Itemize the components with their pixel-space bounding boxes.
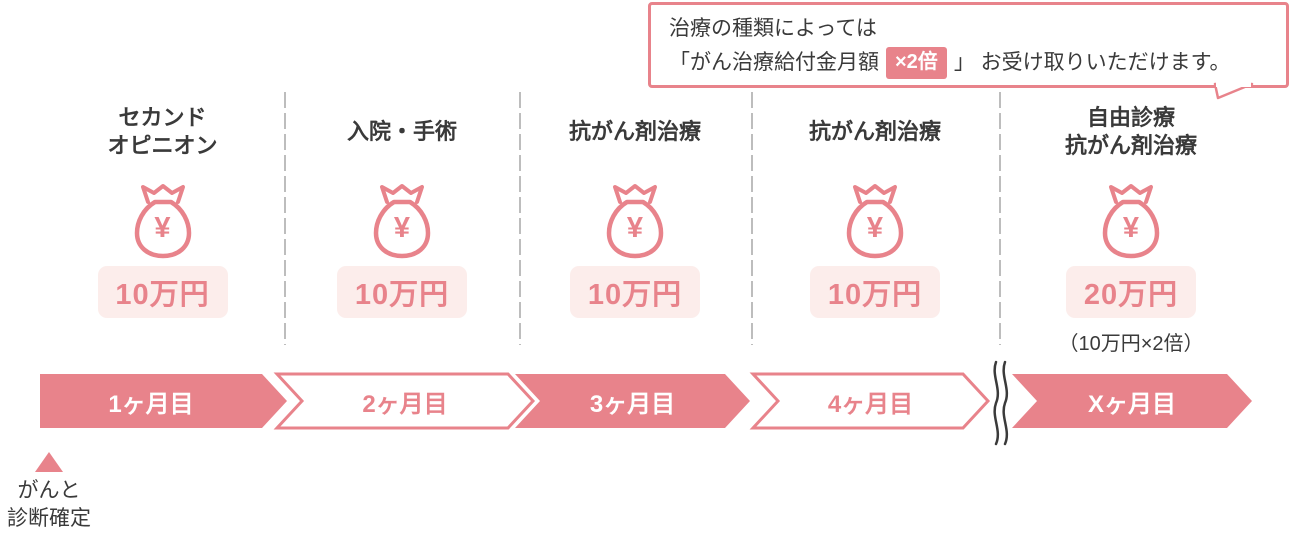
column-divider [519,92,521,345]
treatment-column-3: 抗がん剤治療 ¥ 10万円 [519,100,751,318]
diagnosis-label-line2: 診断確定 [7,507,91,530]
money-bag-icon: ¥ [131,182,195,260]
amount-badge: 20万円 [1066,266,1196,318]
treatment-column-5: 自由診療 抗がん剤治療 ¥ 20万円 （10万円×2倍） [1000,100,1262,356]
arrow-label: 2ヶ月目 [362,390,448,418]
arrow-label: 3ヶ月目 [589,390,676,418]
column-header: 自由診療 抗がん剤治療 [1000,100,1262,164]
timeline-arrow-month2: 2ヶ月目 [273,372,536,430]
treatment-column-2: 入院・手術 ¥ 10万円 [285,100,519,318]
multiplier-badge: ×2倍 [886,47,947,79]
timeline-arrow-month4: 4ヶ月目 [749,372,991,430]
money-bag-icon: ¥ [843,182,907,260]
timeline-arrow-month1: 1ヶ月目 [40,374,287,428]
callout-line1: 治療の種類によっては [669,17,877,40]
column-divider [999,92,1001,345]
treatment-column-1: セカンド オピニオン ¥ 10万円 [40,100,285,318]
column-header: 抗がん剤治療 [751,100,999,164]
money-bag-icon: ¥ [370,182,434,260]
treatment-column-4: 抗がん剤治療 ¥ 10万円 [751,100,999,318]
header-line: 入院・手術 [346,119,457,144]
column-divider [284,92,286,345]
callout-line2-suffix: 」 お受け取りいただけます。 [953,51,1231,74]
header-line: 自由診療 [1086,105,1175,130]
arrow-label: Xヶ月目 [1087,390,1176,418]
callout-line2-prefix: 「がん治療給付金月額 [669,51,879,74]
amount-badge: 10万円 [570,266,700,318]
diagnosis-marker-triangle-icon [35,452,63,472]
column-header: セカンド オピニオン [40,100,285,164]
amount-badge: 10万円 [97,266,228,318]
header-line: セカンド [118,105,207,130]
header-line: 抗がん剤治療 [1064,133,1197,158]
speech-bubble-tail-icon [1213,82,1254,100]
yen-symbol: ¥ [393,212,411,244]
yen-symbol: ¥ [866,212,884,244]
column-header: 入院・手術 [285,100,519,164]
arrow-label: 1ヶ月目 [108,390,194,418]
yen-symbol: ¥ [154,212,171,244]
amount-badge: 10万円 [337,266,467,318]
timeline-arrow-monthX: Xヶ月目 [1012,374,1252,428]
diagnosis-label: がんと 診断確定 [0,477,98,533]
money-bag-icon: ¥ [603,182,667,260]
column-divider [751,92,753,345]
amount-badge: 10万円 [810,266,940,318]
money-bag-icon: ¥ [1099,182,1163,260]
yen-symbol: ¥ [1122,212,1140,244]
amount-note: （10万円×2倍） [1058,333,1204,355]
callout-box: 治療の種類によっては 「がん治療給付金月額 ×2倍 」 お受け取りいただけます。 [648,2,1289,100]
header-line: 抗がん剤治療 [568,119,701,144]
timeline-break-icon [993,360,1009,446]
yen-symbol: ¥ [626,212,644,244]
arrow-label: 4ヶ月目 [827,390,914,418]
header-line: オピニオン [107,133,218,158]
callout-line2: 「がん治療給付金月額 ×2倍 」 お受け取りいただけます。 [669,46,1268,80]
header-line: 抗がん剤治療 [808,119,941,144]
timeline-arrow-month3: 3ヶ月目 [515,374,750,428]
diagnosis-label-line1: がんと [17,479,81,502]
column-header: 抗がん剤治療 [519,100,751,164]
